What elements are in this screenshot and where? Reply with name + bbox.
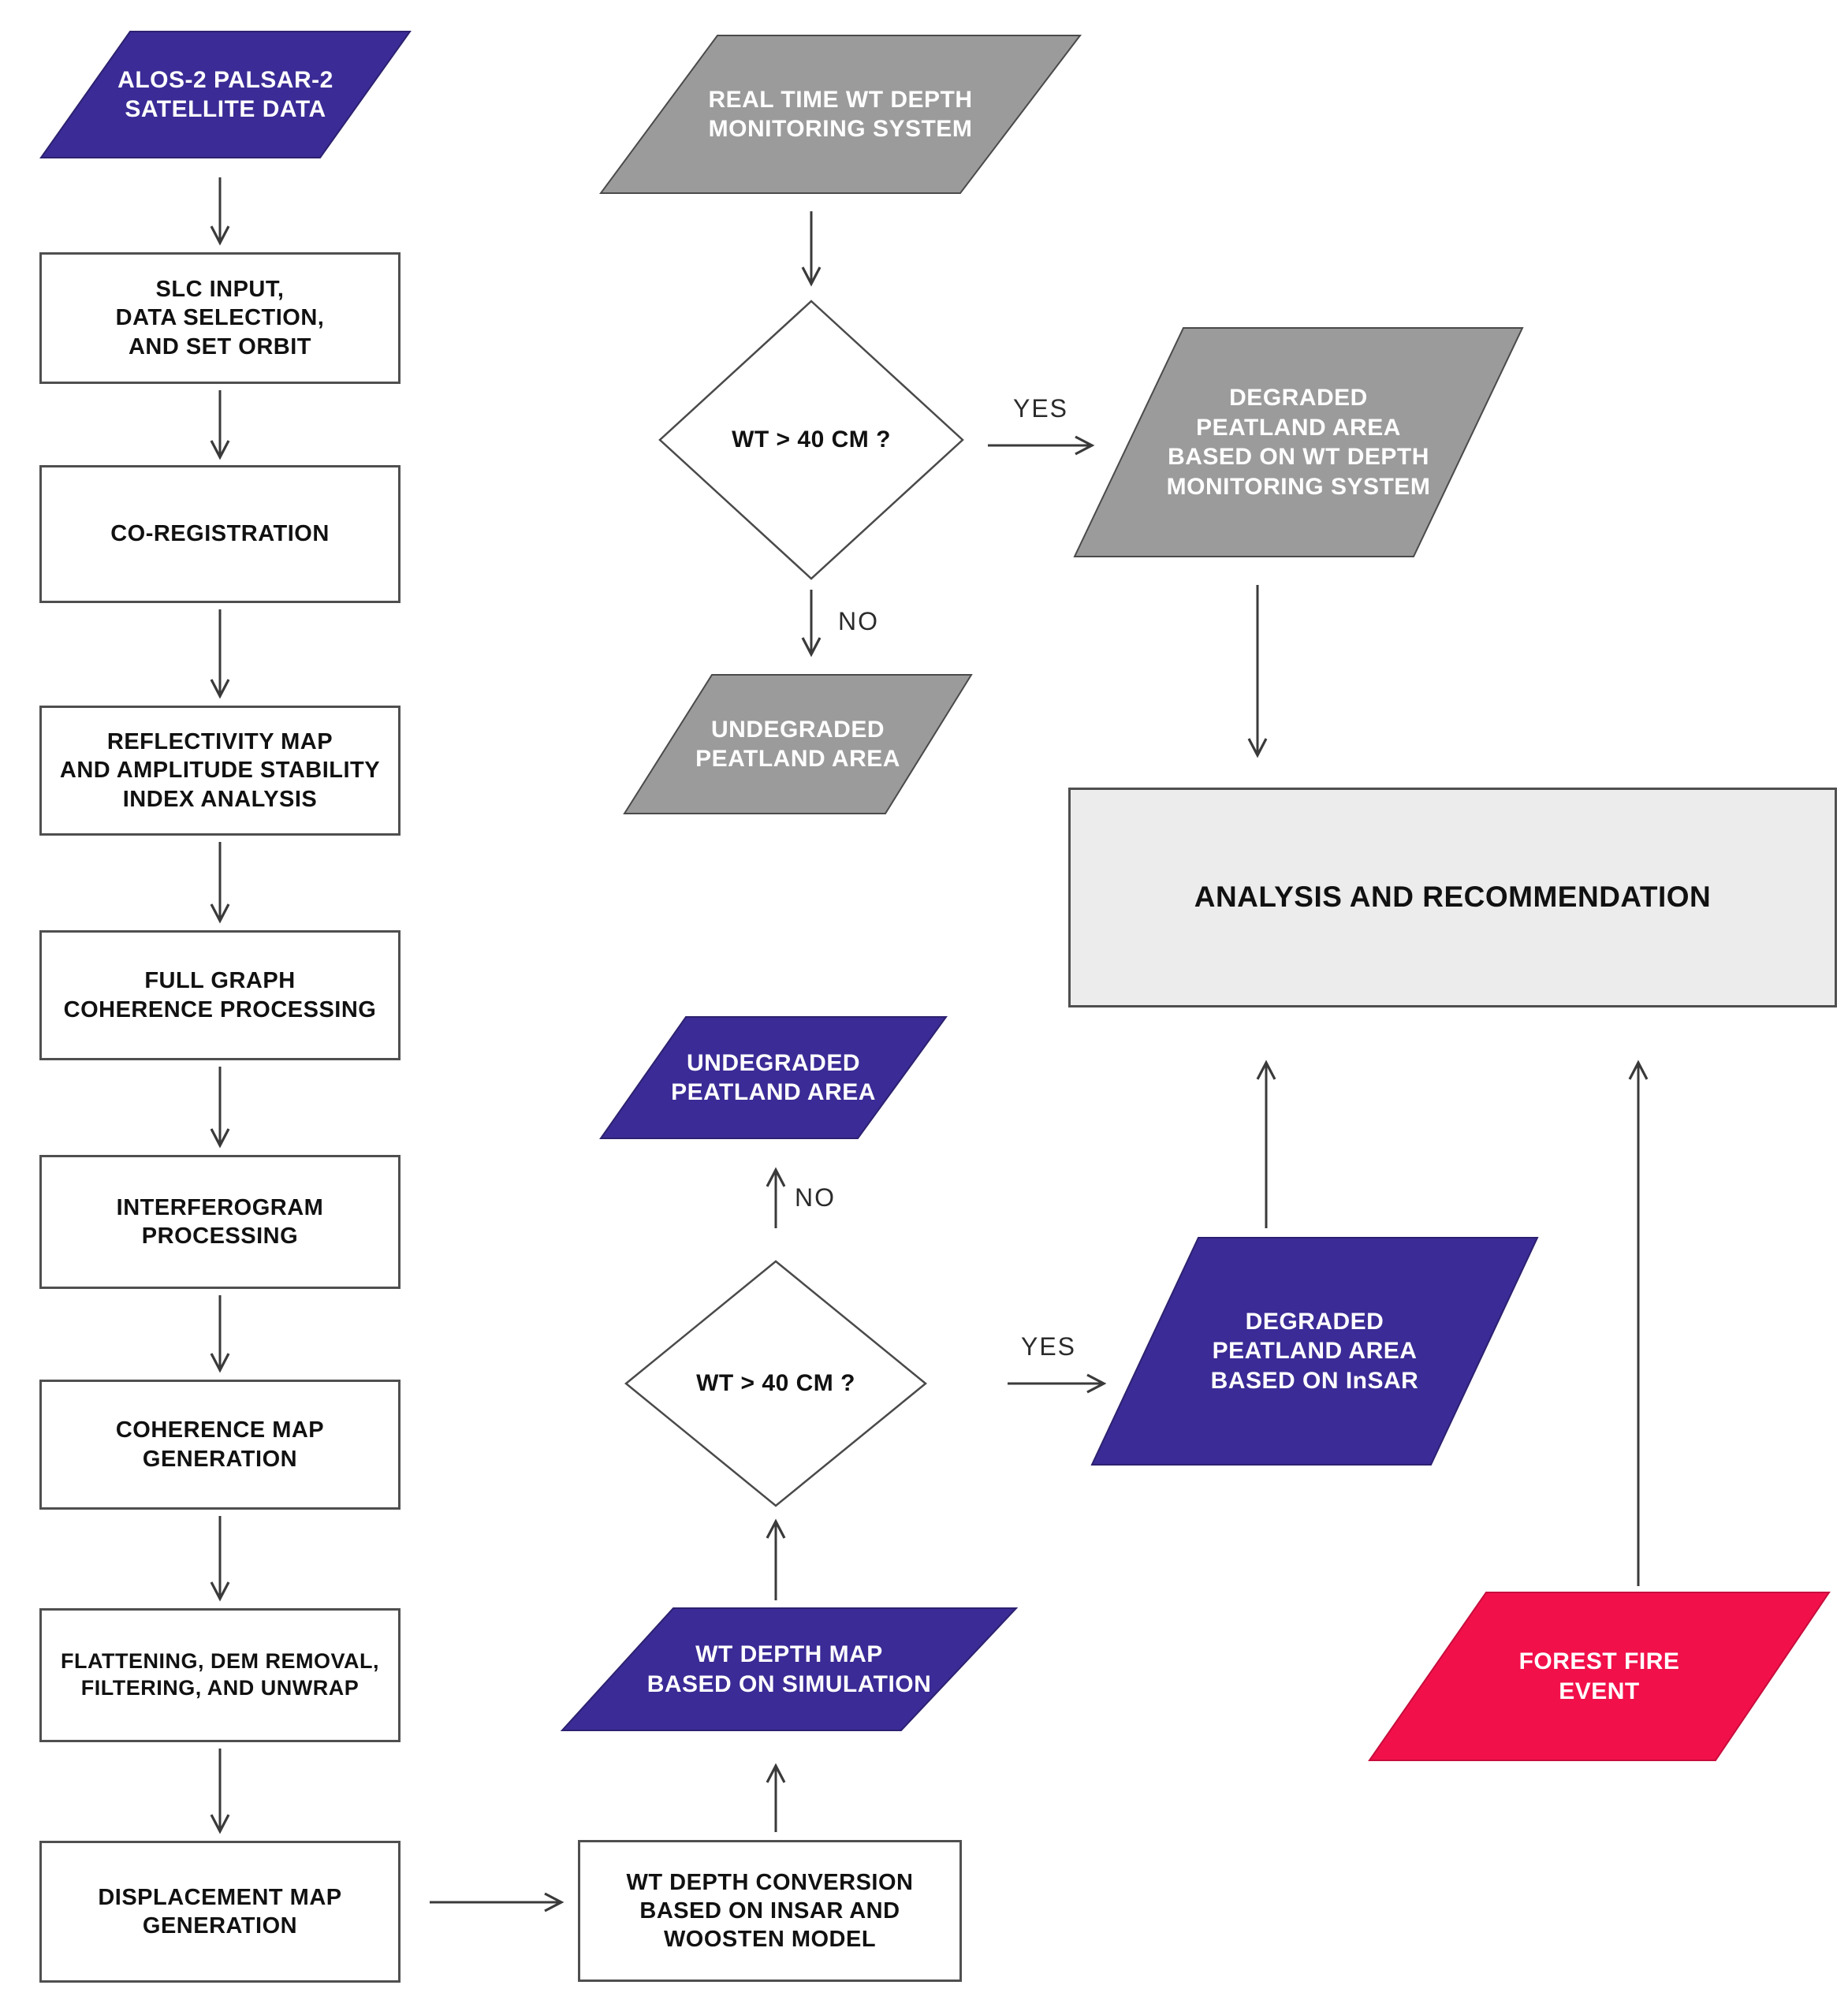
label-no-decision2: NO <box>795 1182 836 1212</box>
degraded-wt-parallelogram <box>1073 327 1524 557</box>
node-wt-depth-conversion: WT DEPTH CONVERSION BASED ON INSAR AND W… <box>578 1840 962 1982</box>
node-full-graph-coherence: FULL GRAPH COHERENCE PROCESSING <box>39 930 401 1060</box>
label-yes-decision2: YES <box>1020 1331 1077 1361</box>
degraded-insar-parallelogram <box>1090 1237 1539 1466</box>
node-co-registration: CO-REGISTRATION <box>39 465 401 603</box>
label-no-decision1: NO <box>838 606 879 635</box>
decision2-diamond <box>624 1260 927 1507</box>
realtime-parallelogram <box>599 35 1082 194</box>
node-reflectivity-map: REFLECTIVITY MAP AND AMPLITUDE STABILITY… <box>39 706 401 836</box>
node-analysis-recommendation: ANALYSIS AND RECOMMENDATION <box>1068 788 1837 1007</box>
alos-parallelogram <box>39 31 412 158</box>
forest-fire-parallelogram <box>1368 1592 1831 1761</box>
node-coherence-map-generation: COHERENCE MAP GENERATION <box>39 1380 401 1510</box>
node-interferogram-processing: INTERFEROGRAM PROCESSING <box>39 1155 401 1289</box>
node-displacement-map-generation: DISPLACEMENT MAP GENERATION <box>39 1841 401 1983</box>
decision1-diamond <box>658 300 964 580</box>
node-flattening-dem-removal: FLATTENING, DEM REMOVAL, FILTERING, AND … <box>39 1608 401 1742</box>
wt-depth-map-parallelogram <box>560 1607 1019 1731</box>
label-yes-decision1: YES <box>1012 393 1069 423</box>
undegraded-purple-parallelogram <box>599 1016 948 1139</box>
node-slc-input: SLC INPUT, DATA SELECTION, AND SET ORBIT <box>39 252 401 384</box>
undegraded-gray-parallelogram <box>623 674 973 814</box>
